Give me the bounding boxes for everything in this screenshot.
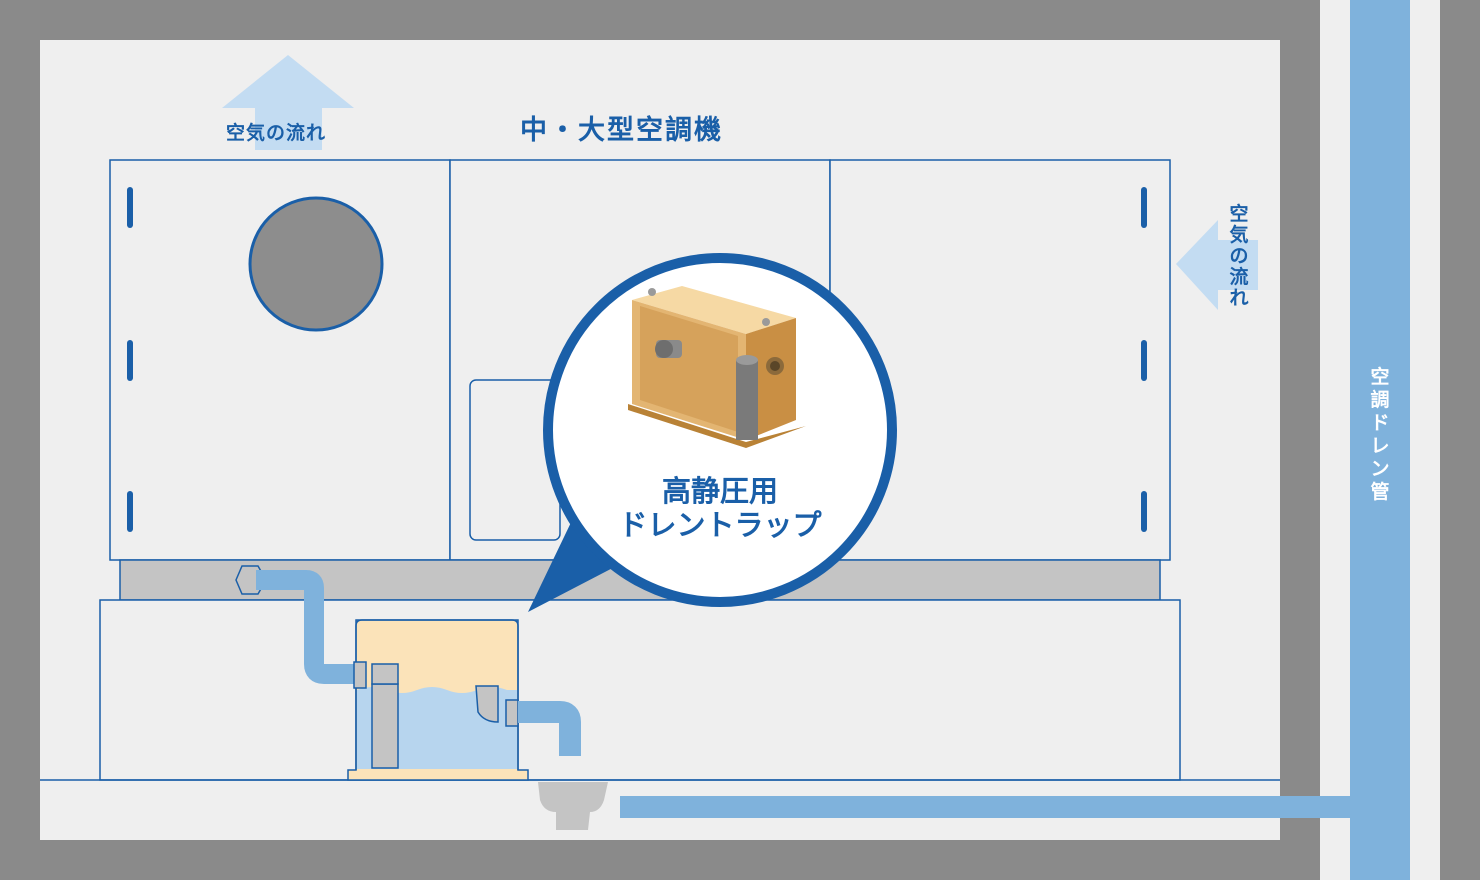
inlet-pipe — [256, 570, 360, 684]
drain-trap-product-image — [628, 286, 806, 448]
horizontal-drain-pipe — [620, 796, 1350, 818]
trap-coupler-left — [353, 661, 367, 689]
diagram-title: 中・大型空調機 — [520, 115, 723, 146]
trap-coupler-right — [505, 699, 519, 727]
concrete-platform — [99, 599, 1181, 781]
outlet-pipe — [518, 701, 581, 756]
air-conditioning-drain-pipe — [1350, 0, 1410, 880]
drain-trap-outline — [355, 619, 519, 770]
air-flow-left-arrow — [1176, 220, 1258, 310]
drain-pipe-label: 空調ドレン管 — [1370, 366, 1390, 503]
air-flow-label-left: 空気の流れ — [226, 122, 327, 144]
panel-latches — [127, 187, 1147, 532]
air-flow-label-right: 空気の流れ — [1229, 203, 1249, 309]
trap-elbow-right — [475, 685, 499, 723]
drain-trap-name-line2: ドレントラップ — [618, 508, 822, 542]
floor-drain-funnel — [538, 782, 608, 830]
air-flow-up-arrow — [222, 55, 354, 150]
trap-elbow-left — [371, 663, 399, 685]
drain-trap-name-line1: 高静圧用 — [661, 474, 778, 508]
trap-inner-pipe-left — [371, 683, 399, 769]
drain-trap-name: 高静圧用 ドレントラップ — [560, 474, 880, 542]
ac-fan-outlet — [248, 196, 384, 332]
